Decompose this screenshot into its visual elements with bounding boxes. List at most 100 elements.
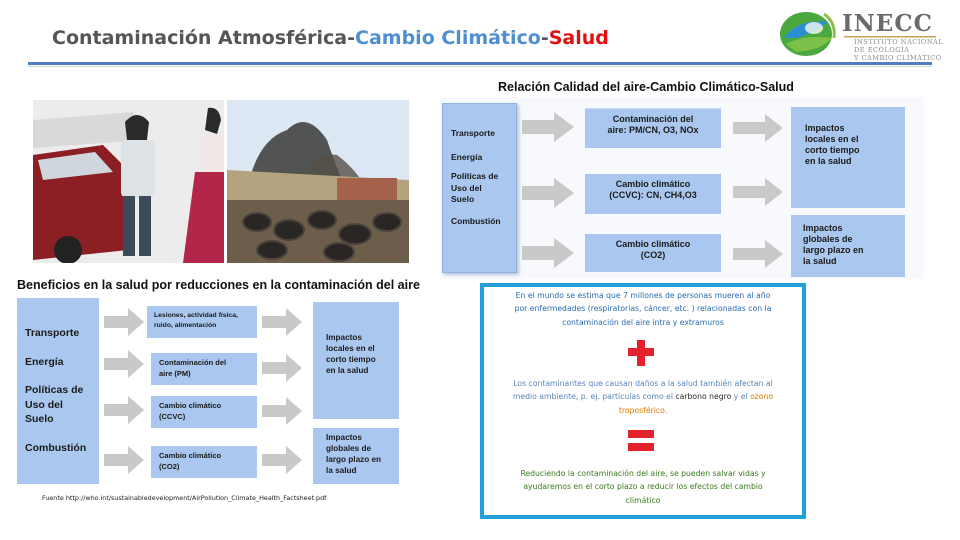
info-paragraph-3: Reduciendo la contaminación del aire, se… — [490, 467, 796, 507]
bottom-arrow-6 — [262, 354, 302, 382]
bottom-arrow-3 — [104, 396, 144, 424]
globe-icon — [780, 12, 836, 56]
bottom-arrow-7 — [262, 397, 302, 425]
inecc-logo: INECC INSTITUTO NACIONAL DE ECOLOGÍA Y C… — [778, 8, 948, 62]
top-middle-2-line-2: (CCVC): CN, CH4,O3 — [609, 190, 697, 200]
bottom-middle-2-line-1: Contaminación del — [159, 358, 227, 367]
bottom-impact-global-line-4: la salud — [326, 466, 357, 475]
info-p1-line-2: por enfermedades (respiratorias, cáncer,… — [514, 304, 772, 314]
top-source-combustion: Combustión — [451, 215, 501, 226]
title-part-3: - — [540, 27, 549, 49]
top-arrow-5 — [733, 178, 783, 206]
top-source-politicas: Políticas de — [451, 171, 499, 181]
top-arrow-6 — [733, 240, 783, 268]
logo-line-3: Y CAMBIO CLIMÁTICO — [854, 54, 942, 62]
bottom-impact-local-line-4: en la salud — [326, 366, 369, 375]
tire-burning-photo — [227, 100, 409, 263]
logo-divider — [844, 36, 936, 38]
info-p2-line-2-c: y el — [731, 392, 751, 402]
bottom-middle-box-3: Cambio climático (CCVC) — [151, 396, 257, 428]
title-part-1: Contaminación Atmosférica- — [52, 27, 356, 49]
bottom-middle-1-line-2: ruido, alimentación — [154, 322, 217, 329]
bottom-source-energia: Energía — [25, 355, 64, 368]
bottom-diagram-title: Beneficios en la salud por reducciones e… — [17, 278, 420, 292]
top-impact-local-line-3: corto tiempo — [805, 145, 860, 155]
slide-title: Contaminación Atmosférica-Cambio Climáti… — [52, 27, 609, 49]
bottom-source-uso: Uso del — [25, 398, 63, 411]
bottom-impact-local: Impactos locales en el corto tiempo en l… — [313, 302, 399, 419]
top-middle-box-3: Cambio climático (CO2) — [585, 234, 721, 272]
bottom-arrow-5 — [262, 308, 302, 336]
title-part-4: Salud — [548, 27, 609, 49]
bottom-middle-box-1: Lesiones, actividad física, ruido, alime… — [147, 306, 257, 338]
bottom-impact-global-line-1: Impactos — [326, 433, 362, 442]
bottom-middle-4-line-1: Cambio climático — [159, 451, 222, 460]
top-arrow-4 — [733, 114, 783, 142]
info-paragraph-1: En el mundo se estima que 7 millones de … — [490, 289, 796, 329]
bottom-impact-local-line-1: Impactos — [326, 333, 362, 342]
top-middle-3-line-2: (CO2) — [640, 250, 666, 260]
info-p3-line-3: climático — [625, 495, 661, 505]
info-p2-tropospheric: troposférico. — [618, 405, 668, 415]
info-p2-line-2: medio ambiente, p. ej. partículas como e… — [490, 390, 796, 403]
bottom-middle-1-line-1: Lesiones, actividad física, — [154, 312, 238, 319]
top-impact-global-line-4: la salud — [803, 256, 837, 266]
info-box: En el mundo se estima que 7 millones de … — [480, 283, 806, 519]
info-p2-line-1: Los contaminantes que causan daños a la … — [513, 379, 773, 388]
top-impact-local-line-2: locales en el — [805, 134, 859, 144]
top-arrow-3 — [522, 238, 574, 268]
top-impact-global-line-3: largo plazo en — [803, 245, 864, 255]
top-middle-box-2: Cambio climático (CCVC): CN, CH4,O3 — [585, 174, 721, 214]
top-impact-global-line-2: globales de — [803, 234, 853, 244]
bottom-impact-global-line-3: largo plazo en — [326, 455, 382, 464]
top-impact-local-line-4: en la salud — [805, 156, 852, 166]
bottom-middle-3-line-1: Cambio climático — [159, 401, 222, 410]
info-p3-line-1: Reduciendo la contaminación del aire, se… — [520, 469, 766, 478]
info-p2-ozone: ozono — [750, 392, 774, 402]
bottom-middle-2-line-2: aire (PM) — [159, 368, 191, 378]
top-impact-global: Impactos globales de largo plazo en la s… — [791, 215, 905, 277]
source-note: Fuente http://who.int/sustainabledevelop… — [42, 494, 327, 502]
top-impact-local: Impactos locales en el corto tiempo en l… — [791, 107, 905, 208]
info-p1-line-3: contaminación del aire intra y extramuro… — [562, 317, 724, 327]
top-middle-2-line-1: Cambio climático — [615, 179, 691, 189]
bottom-middle-3-line-2: (CCVC) — [159, 411, 186, 421]
top-impact-local-line-1: Impactos — [805, 123, 845, 133]
bottom-impact-global-line-2: globales de — [326, 444, 372, 453]
top-source-suelo: Suelo — [451, 194, 475, 204]
top-source-energia: Energía — [451, 151, 483, 162]
top-arrow-1 — [522, 112, 574, 142]
plus-icon — [628, 340, 654, 366]
top-middle-box-1: Contaminación del aire: PM/CN, O3, NOx — [585, 108, 721, 148]
bottom-sources-column: Transporte Energía Políticas de Uso del … — [17, 298, 99, 484]
top-source-uso: Uso del — [451, 182, 482, 193]
info-paragraph-2: Los contaminantes que causan daños a la … — [490, 377, 796, 417]
street-pollution-photo — [33, 100, 224, 263]
top-sources-column: Transporte Energía Políticas de Uso del … — [442, 103, 517, 273]
bottom-middle-box-2: Contaminación del aire (PM) — [151, 353, 257, 385]
bottom-source-politicas: Políticas de — [25, 384, 84, 396]
logo-name: INECC — [842, 10, 933, 37]
logo-line-2: DE ECOLOGÍA — [854, 46, 910, 54]
title-part-2: Cambio Climático — [355, 27, 541, 49]
bottom-middle-4-line-2: (CO2) — [159, 461, 180, 471]
top-middle-3-line-1: Cambio climático — [615, 239, 691, 249]
title-rule — [28, 62, 932, 65]
top-arrow-2 — [522, 178, 574, 208]
bottom-source-combustion: Combustión — [25, 441, 87, 454]
bottom-source-suelo: Suelo — [25, 413, 54, 425]
bottom-arrow-1 — [104, 308, 144, 336]
top-diagram-title: Relación Calidad del aire-Cambio Climáti… — [498, 80, 794, 94]
bottom-middle-box-4: Cambio climático (CO2) — [151, 446, 257, 478]
top-middle-1-line-2: aire: PM/CN, O3, NOx — [607, 125, 699, 135]
bottom-arrow-4 — [104, 446, 144, 474]
info-p3-line-2: ayudaremos en el corto plazo a reducir l… — [523, 482, 763, 492]
info-p2-line-2-a: medio ambiente, p. ej. partículas como e… — [512, 392, 676, 402]
title-rule-shadow — [28, 66, 932, 67]
top-middle-1-line-1: Contaminación del — [612, 114, 694, 124]
logo-line-1: INSTITUTO NACIONAL — [854, 38, 944, 46]
top-impact-global-line-1: Impactos — [803, 223, 843, 233]
bottom-impact-global: Impactos globales de largo plazo en la s… — [313, 428, 399, 484]
top-source-transporte: Transporte — [451, 128, 495, 138]
bottom-arrow-2 — [104, 350, 144, 378]
